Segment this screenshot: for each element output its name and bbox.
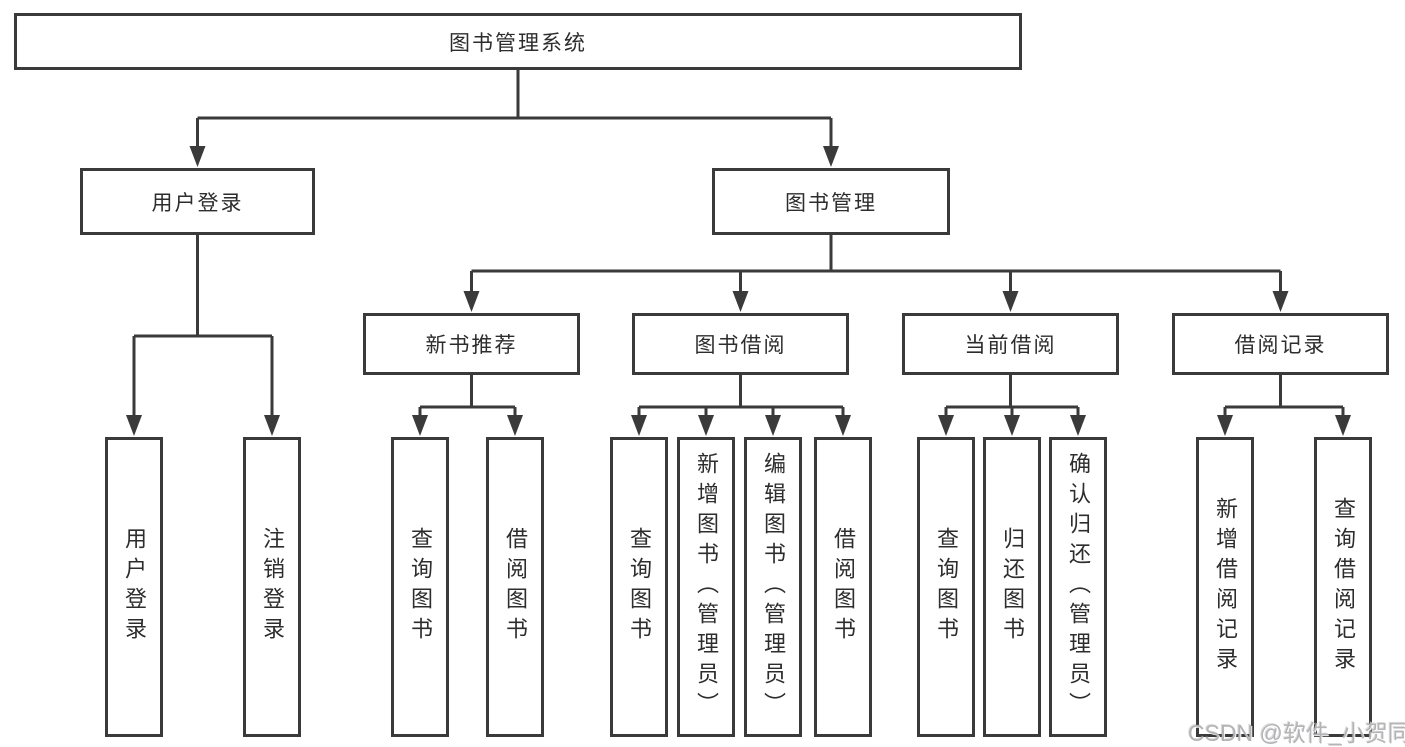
leaf-query-books-recommend: 查询图书: [391, 437, 449, 737]
leaf-borrow-books: 借阅图书: [814, 437, 872, 737]
node-borrowing-records: 借阅记录: [1172, 313, 1389, 375]
csdn-watermark: CSDN @软件_小贺同学: [1188, 720, 1405, 746]
leaf-query-books-current: 查询图书: [917, 437, 975, 737]
leaf-add-borrow-record: 新增借阅记录: [1196, 437, 1254, 737]
connector-book-borrow-to-leaves: [631, 375, 851, 436]
leaf-add-books-admin: 新增图书（管理员）: [677, 437, 735, 737]
node-book-borrowing: 图书借阅: [632, 313, 849, 375]
connector-new-book-to-leaves: [412, 375, 523, 436]
node-library-management-system: 图书管理系统: [14, 13, 1022, 70]
leaf-user-login: 用户登录: [105, 437, 163, 737]
node-current-borrowing: 当前借阅: [902, 313, 1119, 375]
node-book-management: 图书管理: [712, 168, 950, 235]
connector-user-login-to-leaves: [126, 235, 280, 436]
leaf-logout: 注销登录: [243, 437, 301, 737]
node-user-login: 用户登录: [80, 168, 315, 235]
connector-borrow-record-to-leaves: [1217, 375, 1351, 436]
node-new-book-recommendation: 新书推荐: [363, 313, 580, 375]
leaf-return-books: 归还图书: [983, 437, 1041, 737]
leaf-query-books-borrow: 查询图书: [610, 437, 668, 737]
connector-root-to-level2: [189, 70, 839, 167]
leaf-borrow-books-recommend: 借阅图书: [486, 437, 544, 737]
connector-current-borrow-to-leaves: [938, 375, 1086, 436]
leaf-edit-books-admin: 编辑图书（管理员）: [744, 437, 802, 737]
leaf-confirm-return-admin: 确认归还（管理员）: [1049, 437, 1107, 737]
connector-book-management-to-level3: [463, 235, 1289, 312]
leaf-query-borrow-record: 查询借阅记录: [1314, 437, 1372, 737]
